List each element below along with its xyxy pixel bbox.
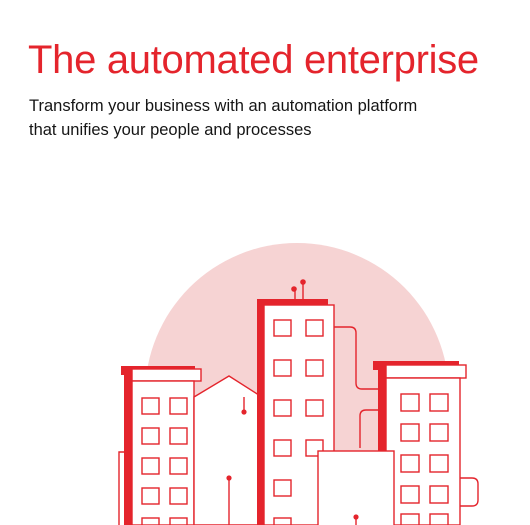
left-building-windows	[141, 397, 188, 525]
front-block	[317, 450, 395, 525]
subtitle-line-1: Transform your business with an automati…	[29, 97, 418, 115]
house	[193, 375, 263, 525]
right-building	[373, 361, 479, 525]
tower-windows	[273, 319, 324, 525]
document-title: The automated enterprise	[28, 38, 479, 82]
right-building-windows	[400, 393, 449, 525]
document-subtitle: Transform your business with an automati…	[29, 94, 499, 142]
subtitle-line-2: that unifies your people and processes	[29, 121, 312, 139]
left-building	[118, 366, 202, 525]
